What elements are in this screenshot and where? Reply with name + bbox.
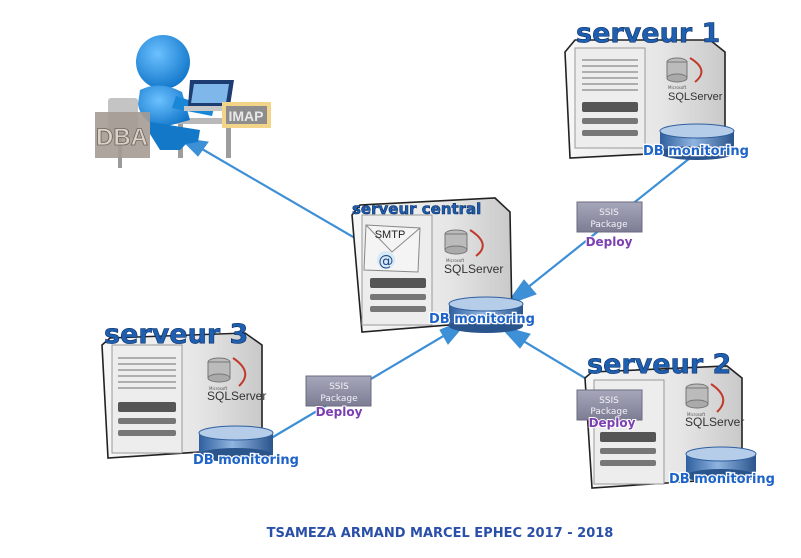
sql-server-logo-central: Microsoft SQLServer: [444, 229, 503, 276]
svg-text:SQLServer: SQLServer: [207, 389, 266, 403]
sql-server-logo-1: Microsoft SQLServer: [666, 57, 723, 103]
db-cylinder-1: [659, 123, 735, 160]
svg-text:Package: Package: [590, 407, 628, 417]
server-2-title: serveur 2: [587, 349, 731, 380]
ssis-package-server1: SSIS Package Deploy: [576, 201, 643, 250]
central-db-label: DB monitoring: [429, 312, 535, 327]
svg-text:Package: Package: [320, 394, 358, 404]
deploy-label-server1: Deploy: [586, 235, 633, 249]
imap-tag: IMAP: [222, 102, 271, 128]
server-1-db-label: DB monitoring: [643, 144, 749, 159]
person-body: [138, 85, 190, 128]
svg-text:SQLServer: SQLServer: [668, 91, 723, 103]
db-cylinder-2: [685, 446, 757, 483]
smtp-label: SMTP: [375, 229, 406, 241]
server-3-title: serveur 3: [104, 319, 248, 350]
svg-text:Microsoft: Microsoft: [446, 258, 465, 263]
db-cylinder-central: [448, 296, 524, 333]
imap-label: IMAP: [229, 108, 264, 124]
arrowhead-server1-central: [504, 279, 537, 307]
central-server-title: serveur central: [352, 200, 481, 218]
central-server: SMTP @ Microsoft SQLServer serveur centr…: [351, 197, 536, 333]
svg-text:Microsoft: Microsoft: [687, 412, 706, 417]
at-icon: @: [379, 252, 394, 270]
server-2-db-label: DB monitoring: [669, 472, 775, 487]
ssis-package-server2: SSIS Package Deploy: [576, 389, 643, 431]
svg-text:Microsoft: Microsoft: [209, 386, 228, 391]
deploy-label-server2: Deploy: [589, 416, 636, 430]
svg-text:Package: Package: [590, 220, 628, 230]
svg-text:Microsoft: Microsoft: [668, 85, 687, 90]
svg-text:SSIS: SSIS: [599, 208, 619, 218]
server-2: Microsoft SQLServer serveur 2 DB monitor…: [584, 349, 776, 489]
dba-workstation: DBA IMAP: [95, 35, 271, 168]
svg-text:SSIS: SSIS: [599, 396, 619, 406]
dba-tag: DBA: [95, 112, 150, 158]
person-head: [136, 35, 190, 89]
smtp-envelope: SMTP @: [363, 224, 421, 273]
deploy-label-server3: Deploy: [316, 405, 363, 419]
svg-text:SSIS: SSIS: [329, 382, 349, 392]
desk: [168, 118, 240, 124]
svg-text:SQLServer: SQLServer: [685, 415, 744, 429]
db-cylinder-3: [198, 425, 274, 462]
server-1-title: serveur 1: [576, 18, 720, 49]
dba-label: DBA: [96, 124, 148, 151]
server-1: Microsoft SQLServer serveur 1 DB monitor…: [564, 18, 750, 160]
ssis-package-server3: SSIS Package Deploy: [305, 375, 372, 420]
sql-server-logo-2: Microsoft SQLServer: [685, 383, 744, 429]
footer-credit: TSAMEZA ARMAND MARCEL EPHEC 2017 - 2018: [267, 526, 614, 541]
svg-text:SQLServer: SQLServer: [444, 262, 503, 276]
server-3-db-label: DB monitoring: [193, 453, 299, 468]
sql-server-logo-3: Microsoft SQLServer: [207, 357, 266, 403]
server-3: Microsoft SQLServer serveur 3 DB monitor…: [101, 319, 300, 469]
